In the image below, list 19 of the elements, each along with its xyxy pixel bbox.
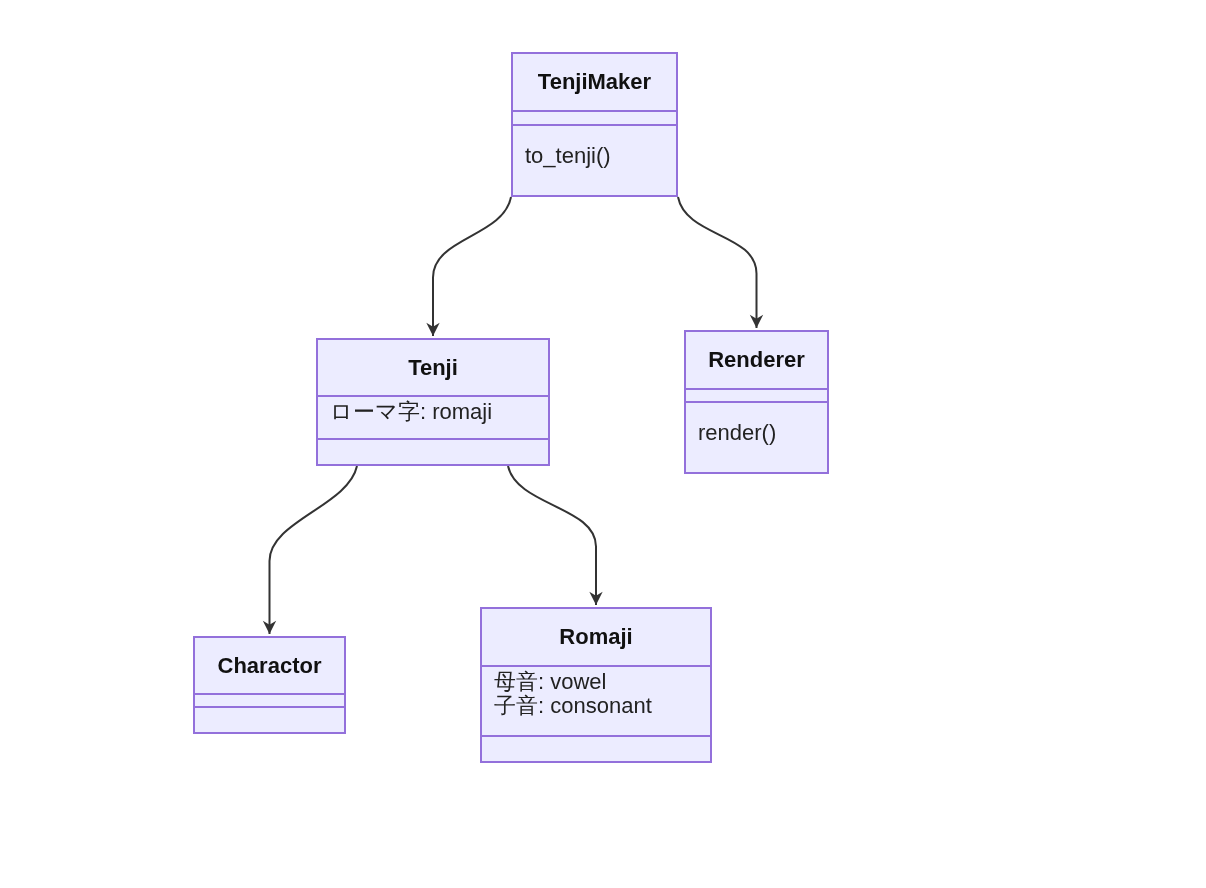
arrow — [262, 465, 358, 635]
method-text: to_tenji() — [525, 143, 611, 168]
class-name: TenjiMaker — [537, 69, 652, 96]
arrow — [426, 196, 512, 337]
class-box — [511, 52, 678, 197]
class-box — [193, 636, 346, 734]
class-name: Romaji — [559, 624, 633, 651]
class-box — [480, 607, 712, 763]
attribute-text: ローマ字: romaji — [330, 400, 493, 425]
attribute-text: 母音: vowel — [494, 670, 607, 695]
class-box — [684, 330, 829, 474]
class-name: Charactor — [217, 652, 322, 679]
class-name: Renderer — [708, 347, 805, 373]
arrow — [507, 465, 603, 606]
class-box — [316, 338, 550, 466]
method-text: render() — [698, 420, 777, 445]
arrow — [677, 196, 764, 329]
class-name: Tenji — [408, 354, 458, 381]
attribute-text: 子音: consonant — [494, 694, 652, 719]
